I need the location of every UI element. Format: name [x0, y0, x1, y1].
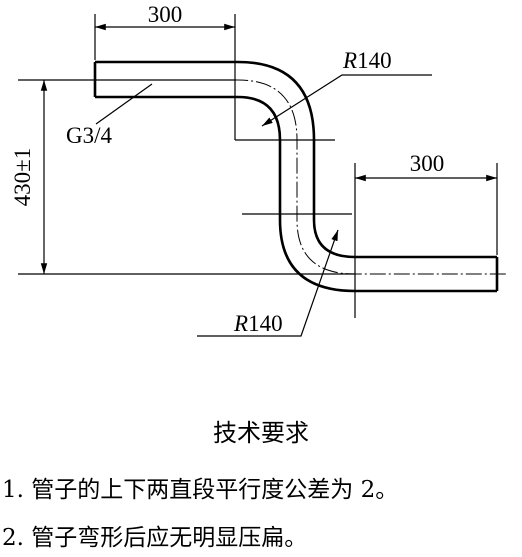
- requirement-item: 1. 管子的上下两直段平行度公差为 2。: [2, 477, 399, 503]
- height-label: 430±1: [10, 148, 35, 207]
- top-radius-label: R140: [342, 48, 392, 73]
- pipe-outline: [93, 60, 499, 293]
- right-length-label: 300: [410, 151, 445, 176]
- pipe-drawing: 300 300 430±1 G3/4 R140 R140: [10, 2, 506, 337]
- bottom-radius-leader: [197, 229, 339, 337]
- dimension-lines: [40, 23, 497, 337]
- thread-label: G3/4: [66, 123, 113, 148]
- requirements-title: 技术要求: [213, 419, 309, 447]
- thread-leader: [95, 83, 153, 125]
- pipe-centerline: [88, 79, 506, 275]
- extension-lines: [18, 14, 498, 318]
- bottom-radius-label: R140: [233, 311, 283, 336]
- top-radius-leader: [261, 74, 432, 127]
- top-length-label: 300: [148, 2, 183, 27]
- requirement-item: 2. 管子弯形后应无明显压扁。: [2, 525, 308, 551]
